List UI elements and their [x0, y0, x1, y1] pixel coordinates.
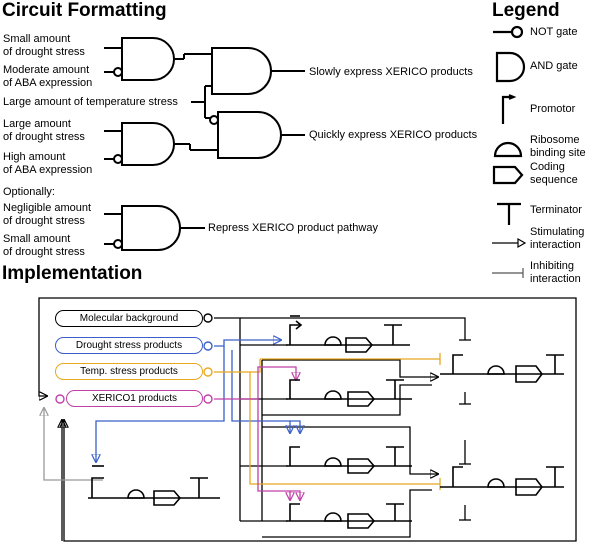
gene-cassettes — [88, 315, 564, 529]
source-temp-stress-products: Temp. stress products — [55, 363, 203, 380]
gene-cassette-6 — [440, 466, 564, 496]
circuit-output-1: Slowly express XERICO products — [309, 66, 473, 78]
grey-feedback-line — [44, 408, 103, 481]
and-gate-3 — [121, 122, 175, 166]
gene-cassette-1 — [286, 315, 410, 353]
legend-title: Legend — [492, 0, 560, 21]
stimulating-arrow-icon — [492, 237, 527, 249]
not-bubble-1 — [113, 67, 123, 77]
not-bubble-2 — [113, 154, 123, 164]
promoter-arrowhead-icon — [508, 94, 517, 100]
circuit-output-3: Repress XERICO product pathway — [208, 222, 378, 234]
legend-label-promoter: Promotor — [530, 103, 576, 115]
and-gate-2 — [211, 47, 272, 95]
outer-feedback-line — [38, 297, 577, 396]
source-molecular-background: Molecular background — [55, 310, 203, 327]
source-drought-stress-products: Drought stress products — [55, 337, 203, 354]
gene-cassette-3 — [286, 446, 412, 474]
legend-label-terminator: Terminator — [530, 204, 582, 216]
implementation-network — [38, 297, 577, 542]
legend-label-and-gate: AND gate — [530, 60, 578, 72]
not-bubble-3 — [113, 239, 123, 249]
promoter-icon — [501, 95, 513, 124]
circuit-input-3: Large amount of temperature stress — [3, 96, 178, 108]
gene-cassette-5 — [440, 354, 564, 383]
circuit-output-2: Quickly express XERICO products — [309, 129, 478, 141]
not-bubble-temp — [209, 115, 219, 125]
inhibiting-arrow-icon — [492, 268, 524, 278]
and-gate-icon — [495, 51, 526, 83]
terminator-icon — [497, 202, 521, 225]
ribosome-binding-site-icon — [493, 141, 523, 158]
circuit-title: Circuit Formatting — [2, 0, 167, 21]
circuit-gates — [104, 37, 305, 251]
and-gate-4 — [217, 111, 282, 159]
and-gate-5 — [121, 205, 181, 251]
coding-sequence-icon — [492, 165, 524, 185]
source-xerico1-products: XERICO1 products — [66, 390, 203, 407]
gene-cassette-7 — [88, 465, 220, 506]
not-gate-icon — [493, 25, 524, 39]
circuit-optional-label: Optionally: — [3, 186, 55, 198]
implementation-title: Implementation — [2, 263, 143, 284]
and-gate-1 — [121, 37, 175, 81]
gene-cassette-2 — [286, 379, 412, 407]
legend-label-not-gate: NOT gate — [530, 26, 578, 38]
gene-cassette-4 — [286, 503, 412, 529]
